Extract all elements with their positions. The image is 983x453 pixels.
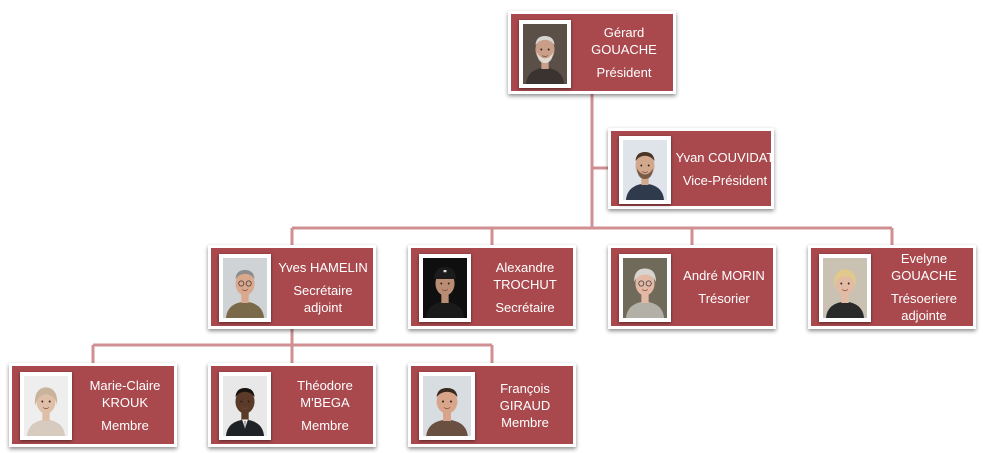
- member-role: Président: [597, 64, 652, 81]
- member-role: Secrétaire: [495, 299, 554, 316]
- portrait-man-black-cap-photo: [419, 254, 471, 322]
- member-role-line: Membre: [301, 417, 349, 433]
- portrait-woman-glasses-photo: [619, 254, 671, 322]
- member-card: Yvan COUVIDAT Vice-Président: [608, 128, 774, 209]
- member-role: Membre: [101, 417, 149, 434]
- member-name-line: Marie-Claire: [89, 377, 161, 393]
- member-name-line: Théodore: [297, 377, 353, 393]
- portrait-man-suit-photo: [219, 372, 271, 440]
- portrait-young-man-stubble-photo: [619, 136, 671, 204]
- member-role-line: Membre: [101, 417, 149, 433]
- member-role-line: Trésoeriere: [891, 291, 957, 306]
- member-name-line: M'BEGA: [300, 394, 350, 410]
- member-role: Trésoeriere adjointe: [891, 290, 957, 324]
- member-role-line: Président: [596, 65, 652, 80]
- member-card: André MORIN Trésorier: [608, 245, 776, 329]
- portrait-woman-light-photo: [20, 372, 72, 440]
- member-name-line: Yves HAMELIN: [278, 259, 368, 275]
- member-role-line: adjoint: [303, 299, 343, 315]
- member-name-line: GOUACHE: [591, 42, 657, 57]
- member-name-line: Gérard: [603, 25, 645, 40]
- member-role: Vice-Président: [683, 172, 767, 189]
- member-role-line: adjointe: [901, 308, 947, 323]
- portrait-blonde-woman-photo: [819, 254, 871, 322]
- member-name-line: GIRAUD: [499, 397, 551, 413]
- member-name-line: GOUACHE: [891, 268, 957, 283]
- member-name-line: Alexandre: [495, 259, 555, 275]
- portrait-man-glasses-photo: [219, 254, 271, 322]
- member-role-line: Secrétaire: [495, 299, 555, 315]
- member-role: Trésorier: [698, 290, 750, 307]
- member-name-line: Yvan COUVIDAT: [675, 149, 775, 165]
- member-text: Yvan COUVIDAT Vice-Président: [673, 131, 777, 206]
- member-name-line: KROUK: [101, 394, 149, 410]
- member-role-line: Secrétaire: [293, 282, 353, 298]
- member-name-line: François: [500, 380, 550, 396]
- member-role-line: Vice-Président: [682, 172, 768, 188]
- member-name-line: TROCHUT: [493, 276, 557, 292]
- member-role: Membre: [301, 417, 349, 434]
- member-name-line: André MORIN: [683, 268, 765, 283]
- member-name-line: Membre: [501, 414, 549, 430]
- member-role-line: Trésorier: [698, 291, 750, 306]
- portrait-man-short-hair-photo: [419, 372, 475, 440]
- member-text: André MORIN Trésorier: [675, 248, 773, 326]
- portrait-gray-hair-beard-photo: [519, 20, 571, 88]
- member-name-line: Evelyne: [900, 251, 948, 266]
